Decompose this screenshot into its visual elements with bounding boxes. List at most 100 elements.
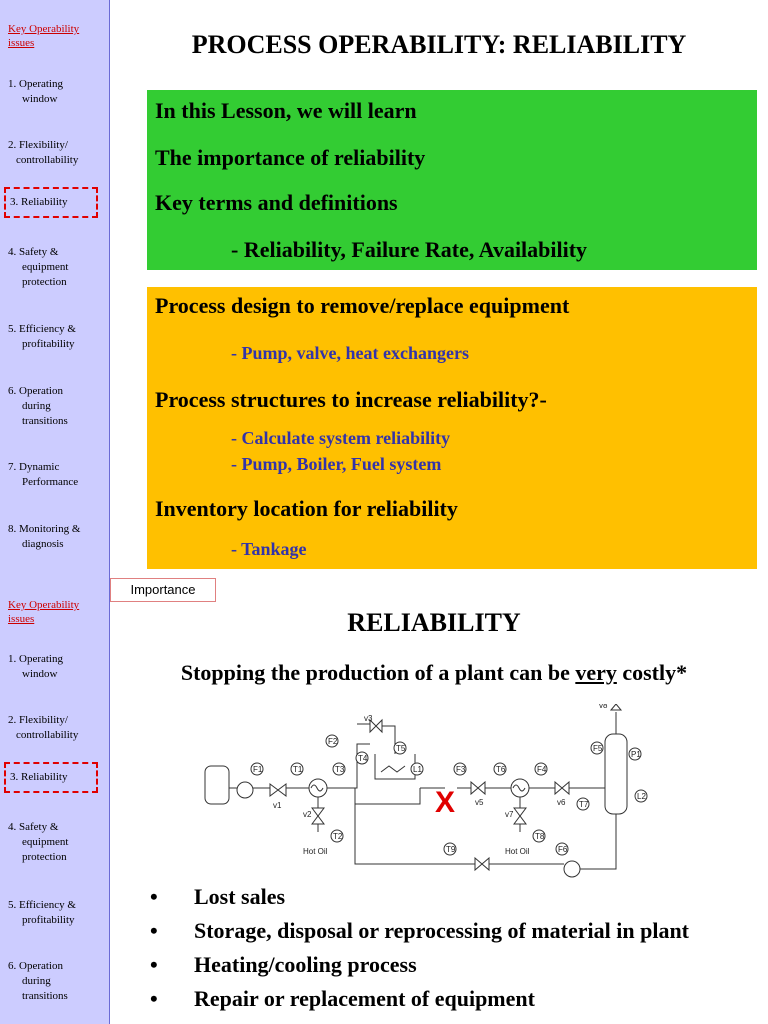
sidebar-item-efficiency[interactable]: 5. Efficiency & profitability (8, 322, 104, 352)
valve-icon (609, 704, 623, 711)
sidebar-item-transitions[interactable]: 6. Operation during transitions (8, 959, 104, 1004)
importance-tag: Importance (110, 578, 216, 602)
topic-heading: Inventory location for reliability (155, 496, 458, 521)
failure-mark: X (435, 786, 455, 819)
bullet-dot: • (150, 986, 158, 1011)
sidebar-item-safety[interactable]: 4. Safety & equipment protection (8, 245, 104, 290)
bullet-dot: • (150, 918, 158, 943)
valve-icon (369, 718, 383, 734)
bullet-text: Repair or replacement of equipment (194, 986, 535, 1011)
bullet-list: • Lost sales •Storage, disposal or reproc… (150, 882, 750, 1018)
sidebar-item-label: 1. Operating (8, 653, 63, 665)
sidebar-item-label: diagnosis (22, 538, 64, 550)
drum-icon (604, 733, 628, 815)
feed-tank-icon (204, 765, 230, 805)
sidebar-item-dynamic[interactable]: 7. Dynamic Performance (8, 460, 104, 490)
sidebar-item-label: window (22, 93, 58, 105)
sidebar-heading[interactable]: Key Operability issues (8, 23, 80, 49)
sidebar-item-label: during (22, 400, 51, 412)
slide-title: PROCESS OPERABILITY: RELIABILITY (191, 30, 687, 59)
heat-exchanger-icon (510, 778, 530, 798)
sidebar-item-label: equipment (22, 261, 69, 273)
valve-label: v2 (303, 810, 312, 819)
process-flow-diagram: X F1 (204, 704, 648, 878)
instrument-label: F3 (456, 765, 466, 774)
instrument-label: P1 (631, 750, 641, 759)
instrument-label: T9 (446, 845, 456, 854)
bullet-item: • Lost sales (150, 882, 750, 912)
instrument-label: T4 (358, 754, 368, 763)
sidebar-item-reliability[interactable]: 3. Reliability (4, 762, 98, 793)
valve-icon (513, 807, 527, 825)
pipe (382, 725, 396, 754)
topic-sub: - Pump, valve, heat exchangers (231, 343, 469, 363)
slide-2: Key Operability issues 1. Operating wind… (0, 574, 768, 1024)
pipe (354, 804, 564, 865)
valve-label: v5 (475, 798, 484, 807)
sidebar-item-label: 4. Safety & (8, 246, 59, 258)
sidebar-item-label: transitions (22, 990, 68, 1002)
sidebar-item-flexibility[interactable]: 2. Flexibility/ controllability (8, 713, 104, 743)
valve-icon (474, 856, 490, 872)
valve-label: v3 (364, 714, 373, 723)
slide-title: RELIABILITY (347, 608, 521, 637)
instrument-label: F2 (328, 737, 338, 746)
instrument-bubbles (250, 734, 648, 856)
sidebar-item-label: 5. Efficiency & (8, 899, 76, 911)
instrument-label: T3 (335, 765, 345, 774)
sidebar-item-label: 5. Efficiency & (8, 323, 76, 335)
instrument-label: T8 (535, 832, 545, 841)
sidebar: Key Operability issues 1. Operating wind… (0, 0, 110, 574)
heat-exchanger-icon (308, 778, 328, 798)
sidebar: Key Operability issues 1. Operating wind… (0, 574, 110, 1024)
valve-icon (311, 807, 325, 825)
instrument-label: L2 (637, 792, 646, 801)
lead-text: Stopping the production of a plant can b… (110, 660, 758, 686)
sidebar-item-label: equipment (22, 836, 69, 848)
reactor-icon (374, 754, 416, 780)
sidebar-item-monitoring[interactable]: 8. Monitoring & diagnosis (8, 522, 104, 552)
slide-1: Key Operability issues 1. Operating wind… (0, 0, 757, 574)
valve-icon (269, 783, 287, 797)
instrument-label: T1 (293, 765, 303, 774)
sidebar-item-efficiency[interactable]: 5. Efficiency & profitability (8, 898, 104, 928)
bullet-dot: • (150, 884, 158, 909)
valve-icon (470, 780, 486, 796)
sidebar-item-label: protection (22, 276, 67, 288)
sidebar-item-label: 4. Safety & (8, 821, 59, 833)
bullet-text: Lost sales (194, 884, 286, 909)
sidebar-item-label: window (22, 668, 58, 680)
lesson-line: The importance of reliability (155, 145, 426, 170)
sidebar-item-label: 2. Flexibility/ (8, 714, 68, 726)
sidebar-item-flexibility[interactable]: 2. Flexibility/ controllability (8, 138, 104, 168)
instrument-label: F5 (593, 744, 603, 753)
sidebar-item-reliability[interactable]: 3. Reliability (4, 187, 98, 218)
sidebar-item-label: controllability (16, 154, 79, 166)
pump-icon (236, 781, 254, 799)
instrument-label: T5 (396, 744, 406, 753)
sidebar-item-label: 3. Reliability (10, 771, 68, 783)
sidebar-item-label: transitions (22, 415, 68, 427)
sidebar-item-operating-window[interactable]: 1. Operating window (8, 652, 104, 682)
lead-text-part: Stopping the production of a plant can b… (180, 660, 576, 685)
instrument-label: T6 (496, 765, 506, 774)
instrument-label: F4 (537, 765, 547, 774)
lesson-box: In this Lesson, we will learn The import… (147, 90, 757, 270)
agitator-icon (380, 765, 406, 773)
topic-sub: - Tankage (231, 539, 307, 559)
bullet-item: •Storage, disposal or reprocessing of ma… (150, 916, 750, 946)
hx-coil (512, 784, 526, 792)
hot-oil-label: Hot Oil (303, 847, 328, 856)
sidebar-item-safety[interactable]: 4. Safety & equipment protection (8, 820, 104, 865)
sidebar-item-operating-window[interactable]: 1. Operating window (8, 77, 104, 107)
level-indicator-icon (410, 762, 424, 776)
sidebar-heading[interactable]: Key Operability issues (8, 599, 80, 625)
instrument-label: L1 (413, 765, 422, 774)
sidebar-item-label: 6. Operation (8, 960, 63, 972)
valve-label: v6 (557, 798, 566, 807)
sidebar-item-label: 3. Reliability (10, 196, 68, 208)
lead-text-part: costly* (616, 660, 688, 685)
sidebar-item-label: protection (22, 851, 67, 863)
sidebar-item-transitions[interactable]: 6. Operation during transitions (8, 384, 104, 429)
instrument-label: F1 (253, 765, 263, 774)
